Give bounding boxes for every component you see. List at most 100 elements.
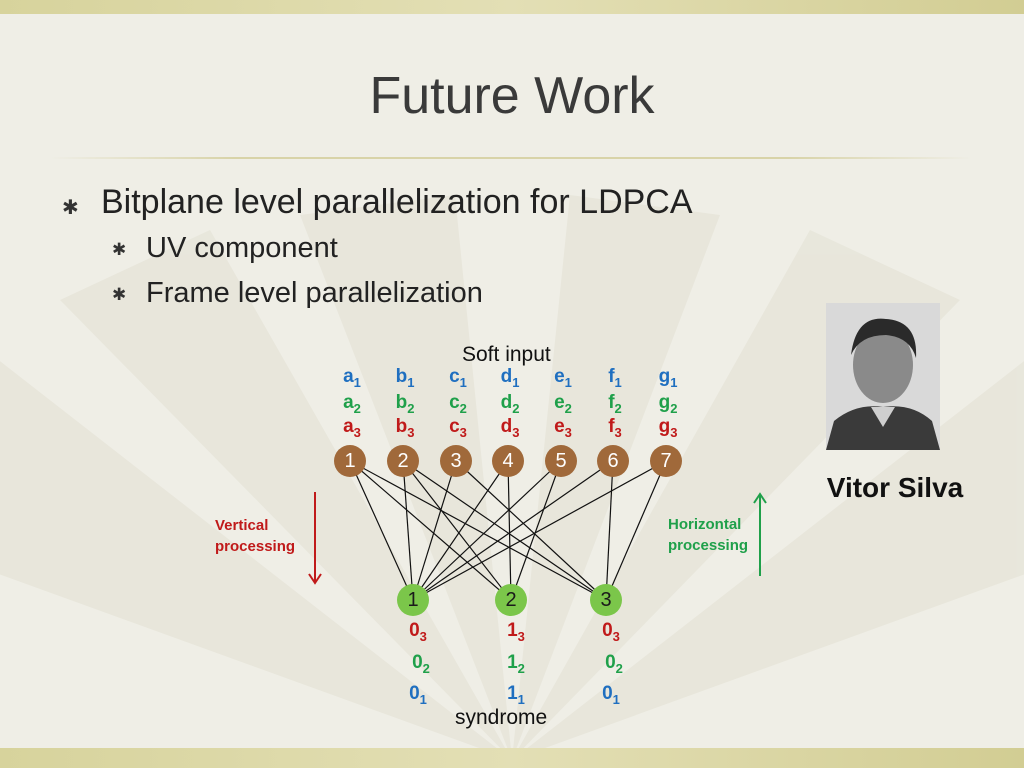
variable-letter: c [449, 392, 460, 413]
graph-edge [350, 461, 413, 600]
syndrome-value: 13 [498, 620, 534, 644]
syndrome-bit: 1 [507, 652, 518, 673]
variable-letter: b [396, 392, 408, 413]
syndrome-bit: 0 [412, 652, 423, 673]
variable-label: e3 [548, 416, 578, 440]
variable-label: f2 [600, 392, 630, 416]
check-node: 3 [440, 445, 472, 477]
variable-label: a1 [337, 366, 367, 390]
variable-label: e2 [548, 392, 578, 416]
variable-subscript: 1 [615, 375, 622, 390]
syndrome-bit: 0 [409, 683, 420, 704]
variable-subscript: 3 [354, 425, 361, 440]
syndrome-bit: 0 [602, 620, 613, 641]
syndrome-value: 11 [498, 683, 534, 707]
variable-subscript: 1 [460, 375, 467, 390]
variable-label: c3 [443, 416, 473, 440]
syndrome-value: 01 [593, 683, 629, 707]
variable-label: g3 [653, 416, 683, 440]
variable-subscript: 2 [670, 401, 677, 416]
syndrome-subscript: 2 [423, 661, 430, 676]
variable-subscript: 1 [565, 375, 572, 390]
graph-edge [403, 461, 413, 600]
check-node: 6 [597, 445, 629, 477]
variable-label: d2 [495, 392, 525, 416]
variable-letter: a [343, 392, 354, 413]
variable-subscript: 2 [565, 401, 572, 416]
syndrome-subscript: 2 [616, 661, 623, 676]
variable-subscript: 3 [565, 425, 572, 440]
variable-letter: e [554, 366, 565, 387]
syndrome-subscript: 3 [613, 629, 620, 644]
syndrome-subscript: 1 [613, 692, 620, 707]
syndrome-caption: syndrome [455, 706, 547, 730]
syndrome-bit: 1 [507, 620, 518, 641]
variable-subscript: 3 [460, 425, 467, 440]
variable-letter: d [501, 392, 513, 413]
variable-subscript: 1 [670, 375, 677, 390]
variable-label: a3 [337, 416, 367, 440]
variable-letter: g [659, 392, 671, 413]
graph-edge [403, 461, 606, 600]
syndrome-node: 3 [590, 584, 622, 616]
variable-subscript: 1 [354, 375, 361, 390]
variable-subscript: 1 [407, 375, 414, 390]
syndrome-value: 03 [400, 620, 436, 644]
variable-letter: e [554, 392, 565, 413]
variable-label: d3 [495, 416, 525, 440]
syndrome-bit: 0 [409, 620, 420, 641]
variable-letter: a [343, 366, 354, 387]
check-node: 1 [334, 445, 366, 477]
variable-subscript: 3 [670, 425, 677, 440]
syndrome-node: 2 [495, 584, 527, 616]
variable-letter: g [659, 416, 671, 437]
variable-letter: d [501, 366, 513, 387]
variable-label: c2 [443, 392, 473, 416]
syndrome-subscript: 3 [518, 629, 525, 644]
soft-input-caption: Soft input [462, 343, 551, 367]
check-node: 4 [492, 445, 524, 477]
down-arrow-icon [309, 492, 321, 583]
variable-subscript: 3 [512, 425, 519, 440]
graph-edge [508, 461, 511, 600]
syndrome-bit: 0 [605, 652, 616, 673]
vertical-processing-label: Vertical processing [215, 515, 295, 557]
variable-label: d1 [495, 366, 525, 390]
variable-letter: b [396, 416, 408, 437]
variable-letter: a [343, 416, 354, 437]
variable-letter: c [449, 366, 460, 387]
variable-letter: e [554, 416, 565, 437]
variable-subscript: 2 [615, 401, 622, 416]
variable-subscript: 2 [512, 401, 519, 416]
variable-letter: b [396, 366, 408, 387]
syndrome-subscript: 1 [518, 692, 525, 707]
graph-edge [606, 461, 613, 600]
check-node: 5 [545, 445, 577, 477]
syndrome-value: 03 [593, 620, 629, 644]
up-arrow-icon [754, 494, 766, 576]
variable-subscript: 2 [354, 401, 361, 416]
variable-subscript: 1 [512, 375, 519, 390]
variable-label: c1 [443, 366, 473, 390]
syndrome-value: 02 [596, 652, 632, 676]
graph-edge [413, 461, 508, 600]
syndrome-subscript: 3 [420, 629, 427, 644]
variable-subscript: 3 [407, 425, 414, 440]
variable-letter: g [659, 366, 671, 387]
graph-edge [511, 461, 561, 600]
check-node: 2 [387, 445, 419, 477]
variable-subscript: 3 [615, 425, 622, 440]
syndrome-subscript: 1 [420, 692, 427, 707]
variable-label: b2 [390, 392, 420, 416]
check-node: 7 [650, 445, 682, 477]
syndrome-value: 01 [400, 683, 436, 707]
variable-subscript: 2 [407, 401, 414, 416]
syndrome-node: 1 [397, 584, 429, 616]
variable-subscript: 2 [460, 401, 467, 416]
syndrome-bit: 1 [507, 683, 518, 704]
syndrome-bit: 0 [602, 683, 613, 704]
variable-label: f3 [600, 416, 630, 440]
syndrome-value: 02 [403, 652, 439, 676]
horizontal-processing-label: Horizontal processing [668, 514, 748, 556]
variable-label: b3 [390, 416, 420, 440]
